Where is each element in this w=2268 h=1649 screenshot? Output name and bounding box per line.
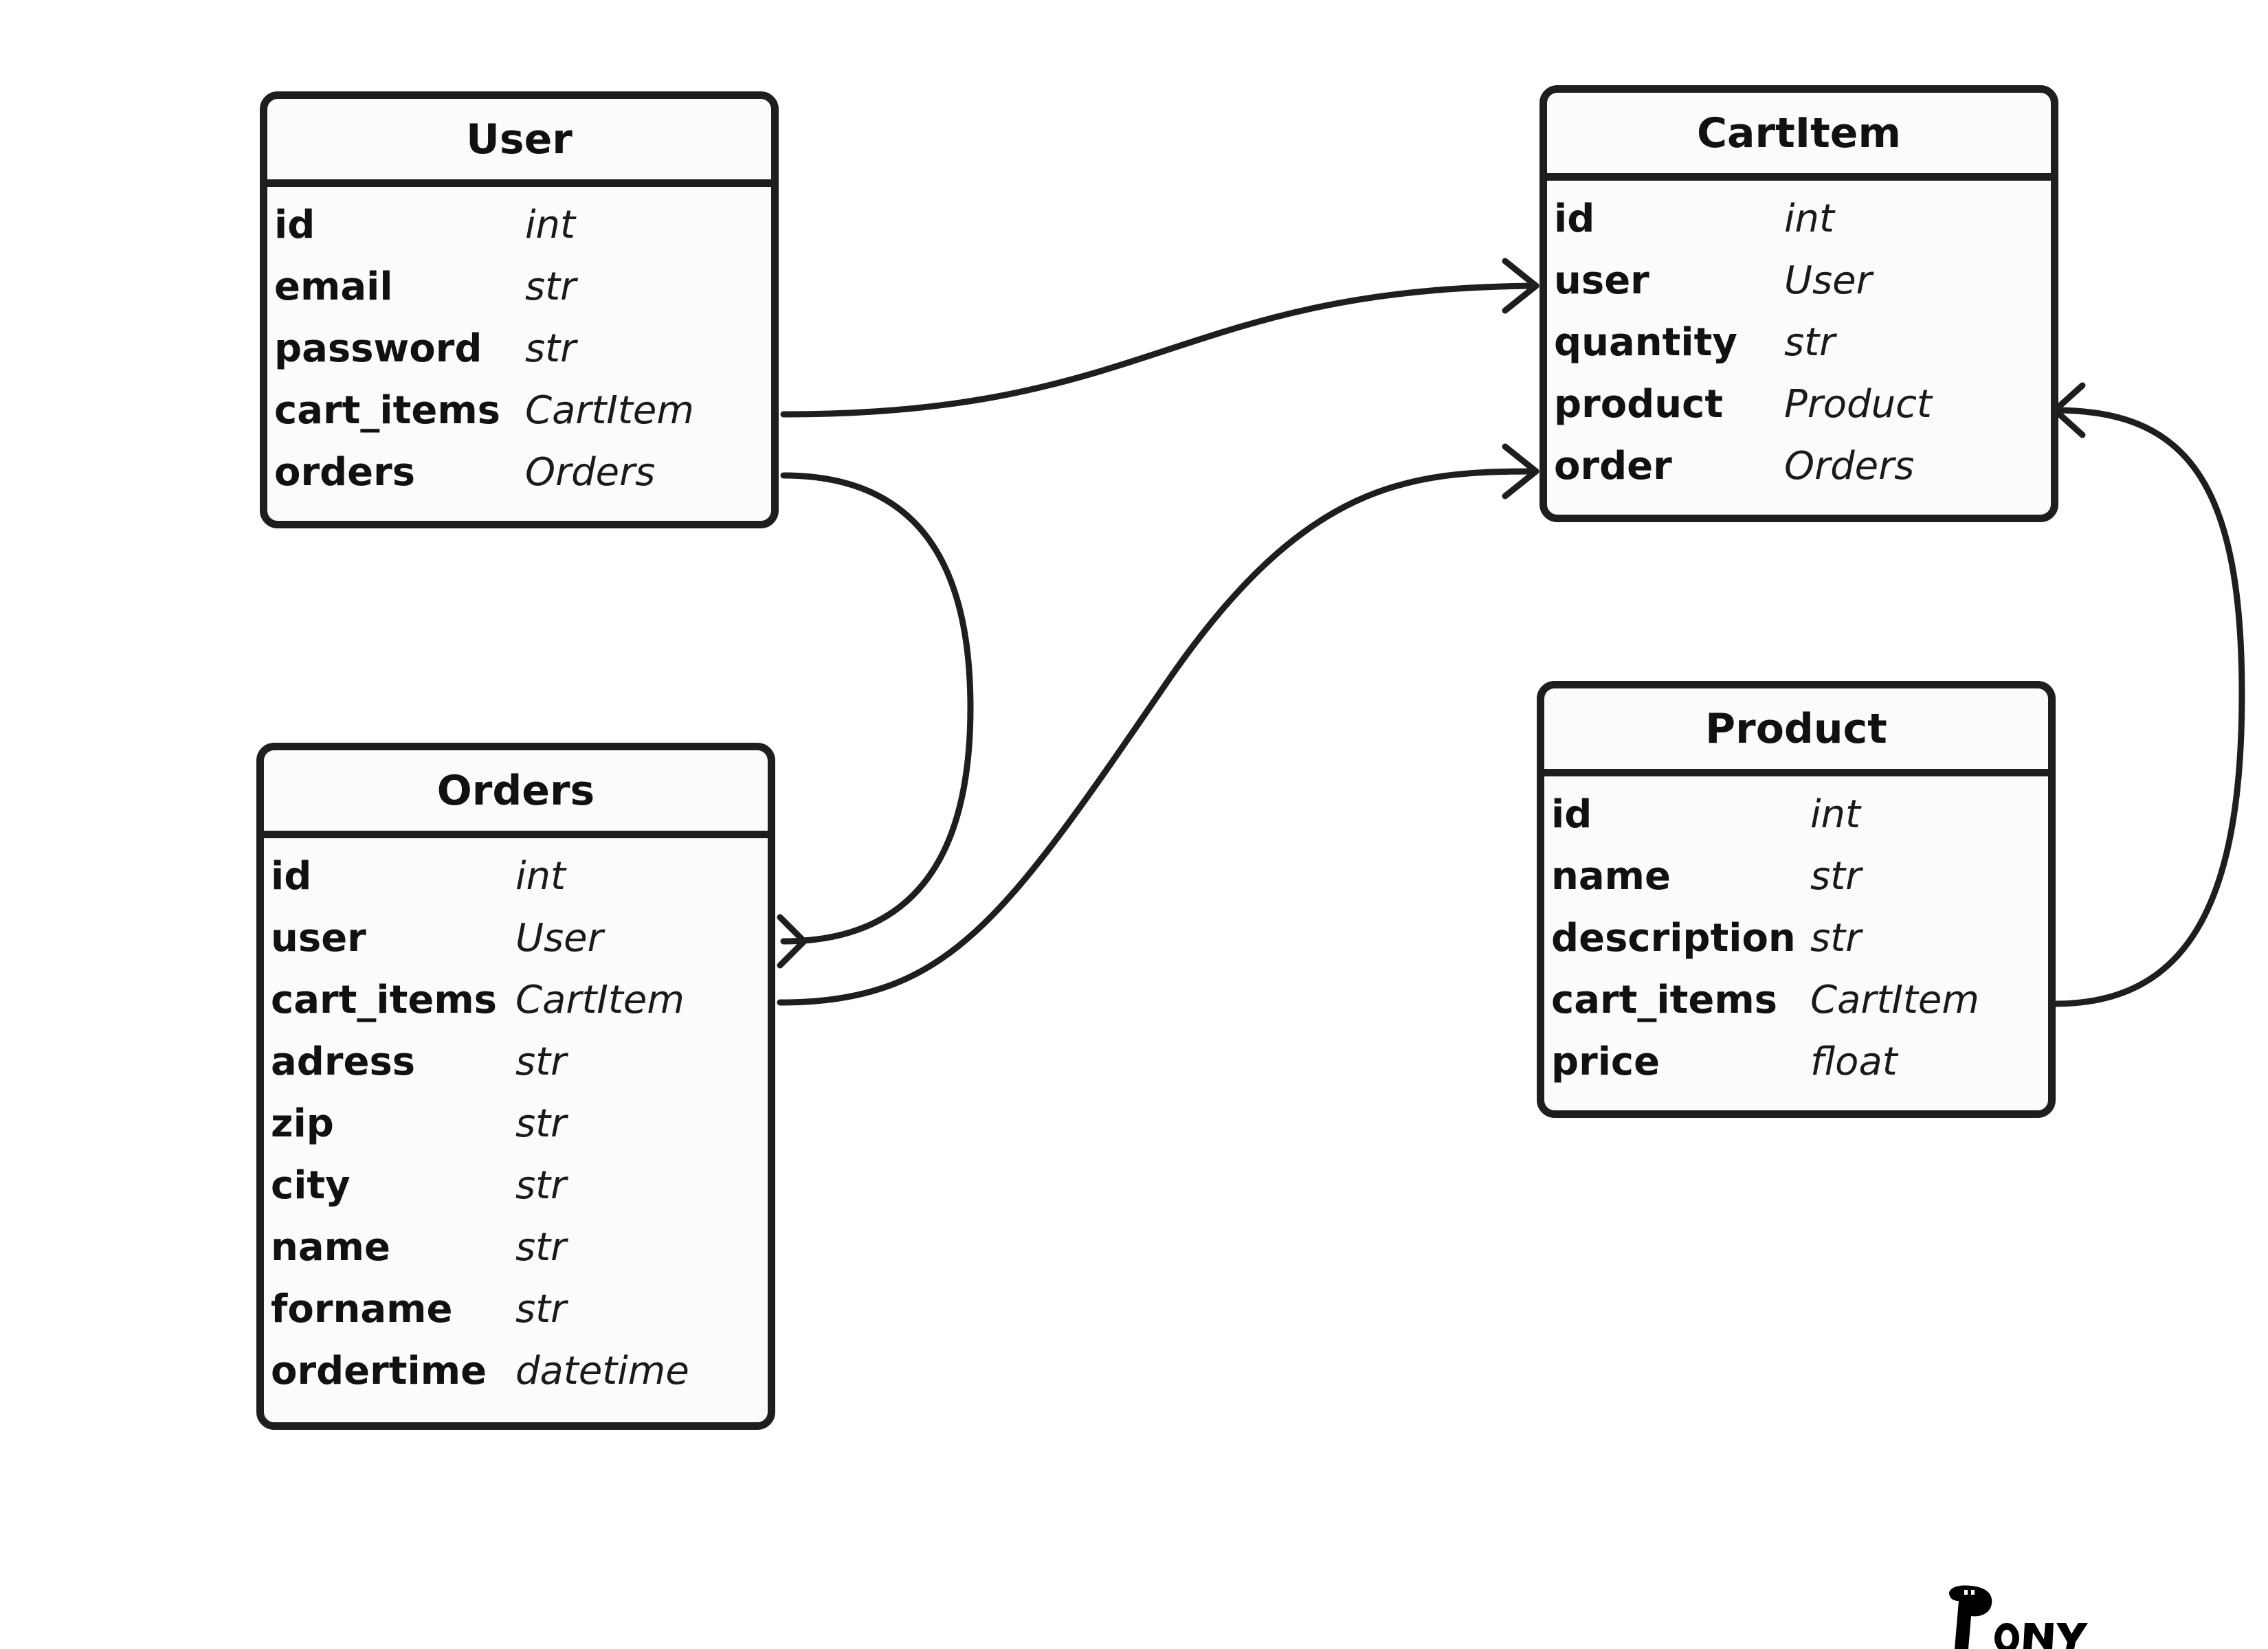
entity-user[interactable]: User id int email str password str cart_… <box>260 91 779 528</box>
field-type: str <box>525 326 577 371</box>
entity-orders[interactable]: Orders id int user User cart_items CartI… <box>256 743 775 1430</box>
field-type: User <box>515 915 603 961</box>
relation-user-orders <box>780 472 974 945</box>
field-type: Orders <box>525 449 656 495</box>
field-type: int <box>525 202 576 247</box>
entity-user-fields: id int email str password str cart_items… <box>267 187 771 503</box>
field-type: Orders <box>1784 443 1915 489</box>
field-row: email str <box>267 256 771 317</box>
field-type: int <box>515 853 566 899</box>
field-name: user <box>1554 258 1649 303</box>
field-name: id <box>274 202 315 247</box>
field-type: str <box>515 1286 567 1332</box>
field-name: name <box>271 1224 390 1270</box>
field-name: orders <box>274 449 416 495</box>
field-name: id <box>1551 792 1592 837</box>
field-name: name <box>1551 853 1671 899</box>
field-type: str <box>1810 853 1862 899</box>
field-name: product <box>1554 381 1724 427</box>
field-name: quantity <box>1554 319 1737 365</box>
entity-cartitem[interactable]: CartItem id int user User quantity str p… <box>1539 85 2058 522</box>
field-row: cart_items CartItem <box>264 969 768 1031</box>
field-name: password <box>274 326 482 371</box>
relation-user-cartitem <box>780 282 1539 418</box>
field-type: User <box>1784 258 1872 303</box>
field-name: adress <box>271 1039 416 1084</box>
field-row: price float <box>1544 1031 2048 1092</box>
relation-orders-cartitem <box>777 468 1539 1006</box>
field-name: price <box>1551 1039 1660 1084</box>
field-row: id int <box>264 845 768 907</box>
field-row: name str <box>264 1216 768 1278</box>
field-name: city <box>271 1163 351 1208</box>
field-row: quantity str <box>1547 311 2051 373</box>
field-type: CartItem <box>525 388 694 433</box>
field-type: str <box>515 1163 567 1208</box>
field-type: str <box>1784 319 1836 365</box>
field-row: order Orders <box>1547 435 2051 497</box>
field-row: id int <box>267 194 771 256</box>
field-type: CartItem <box>515 977 685 1022</box>
crowfoot-cartitem-user <box>1502 258 1539 314</box>
field-type: datetime <box>515 1348 689 1393</box>
field-type: str <box>515 1224 567 1270</box>
field-row: name str <box>1544 845 2048 907</box>
field-row: orders Orders <box>267 441 771 503</box>
field-name: ordertime <box>271 1348 487 1393</box>
entity-cartitem-title: CartItem <box>1547 93 2051 181</box>
entity-orders-title: Orders <box>264 750 768 838</box>
crowfoot-cartitem-order <box>1502 443 1539 500</box>
field-name: user <box>271 915 366 961</box>
field-row: id int <box>1544 783 2048 845</box>
crowfoot-orders-user <box>777 914 808 969</box>
relation-product-cartitem <box>2052 407 2245 1007</box>
field-name: email <box>274 264 393 309</box>
field-type: str <box>525 264 577 309</box>
field-type: Product <box>1784 381 1932 427</box>
field-row: user User <box>264 907 768 969</box>
field-row: ordertime datetime <box>264 1340 768 1402</box>
field-row: zip str <box>264 1092 768 1154</box>
field-name: order <box>1554 443 1672 489</box>
entity-product[interactable]: Product id int name str description str … <box>1537 681 2056 1118</box>
entity-product-title: Product <box>1544 688 2048 776</box>
entity-cartitem-fields: id int user User quantity str product Pr… <box>1547 181 2051 497</box>
field-name: cart_items <box>1551 977 1777 1022</box>
field-name: forname <box>271 1286 453 1332</box>
field-row: product Product <box>1547 373 2051 435</box>
field-row: city str <box>264 1154 768 1216</box>
field-type: int <box>1784 196 1835 241</box>
field-type: int <box>1810 792 1861 837</box>
pony-logo <box>1949 1585 2088 1649</box>
field-row: id int <box>1547 188 2051 249</box>
field-row: description str <box>1544 907 2048 969</box>
field-type: CartItem <box>1810 977 1979 1022</box>
field-row: cart_items CartItem <box>1544 969 2048 1031</box>
field-row: password str <box>267 317 771 379</box>
entity-user-title: User <box>267 99 771 187</box>
field-row: adress str <box>264 1031 768 1092</box>
field-name: id <box>271 853 312 899</box>
field-name: cart_items <box>274 388 500 433</box>
field-row: forname str <box>264 1278 768 1340</box>
field-row: cart_items CartItem <box>267 379 771 441</box>
field-type: str <box>515 1039 567 1084</box>
entity-product-fields: id int name str description str cart_ite… <box>1544 776 2048 1092</box>
field-type: float <box>1810 1039 1898 1084</box>
field-type: str <box>515 1101 567 1146</box>
field-name: zip <box>271 1101 334 1146</box>
field-name: cart_items <box>271 977 497 1022</box>
field-name: description <box>1551 915 1796 961</box>
field-row: user User <box>1547 249 2051 311</box>
entity-orders-fields: id int user User cart_items CartItem adr… <box>264 838 768 1402</box>
field-name: id <box>1554 196 1595 241</box>
field-type: str <box>1810 915 1862 961</box>
